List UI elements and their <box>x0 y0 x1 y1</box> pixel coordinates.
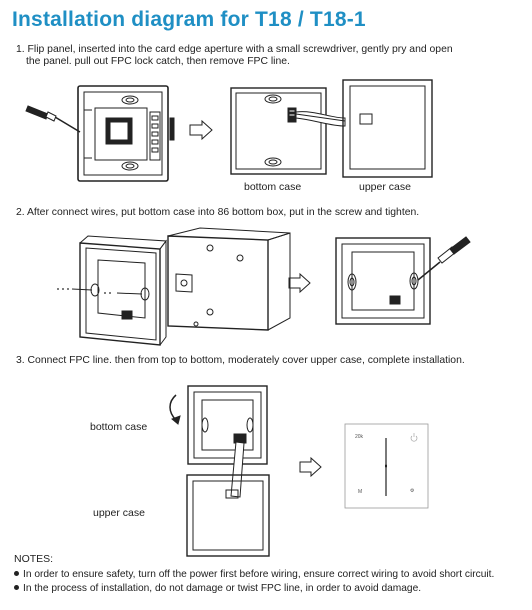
step-1-bottom-case-label: bottom case <box>244 181 302 193</box>
step-3-bottom-case <box>187 385 268 465</box>
arrow-right-icon <box>288 272 311 294</box>
step-1-bottom-case <box>230 87 346 175</box>
step-2-86-box <box>167 227 291 331</box>
step-2-mounted-case <box>335 237 431 325</box>
rotate-arrow-icon <box>169 394 181 425</box>
page-title: Installation diagram for T18 / T18-1 <box>12 8 366 31</box>
step-3-text: 3. Connect FPC line. then from top to bo… <box>16 355 465 366</box>
step-1-panel-open <box>77 85 175 182</box>
step-1-line-2: the panel. pull out FPC lock catch, then… <box>26 55 290 67</box>
step-3-upper-case-label: upper case <box>93 507 145 519</box>
step-1-upper-case-label: upper case <box>359 181 411 193</box>
note-text: In the process of installation, do not d… <box>23 583 422 594</box>
panel-bottom-right-icon: ⚙ <box>410 488 415 494</box>
power-icon <box>410 433 418 442</box>
step-3-finished-panel <box>344 423 429 509</box>
step-1-text: 1. Flip panel, inserted into the card ed… <box>16 44 453 67</box>
notes-heading: NOTES: <box>14 553 54 565</box>
bullet-icon <box>14 570 19 576</box>
arrow-right-icon <box>189 119 213 141</box>
step-3-upper-case <box>186 474 270 557</box>
panel-top-left-text: 20k <box>355 434 364 440</box>
step-3-fpc-line <box>230 441 245 498</box>
screwdriver-icon <box>25 105 81 133</box>
arrow-right-icon <box>299 456 322 478</box>
panel-bottom-left-text: M <box>358 489 363 495</box>
step-1-upper-case <box>342 79 433 178</box>
note-item: In the process of installation, do not d… <box>14 583 421 594</box>
screw-dots <box>57 288 111 294</box>
step-1-line-1: 1. Flip panel, inserted into the card ed… <box>16 44 453 55</box>
bullet-icon <box>14 584 19 590</box>
step-2-bottom-case-angled <box>71 235 167 346</box>
note-item: In order to ensure safety, turn off the … <box>14 569 494 580</box>
step-2-text: 2. After connect wires, put bottom case … <box>16 207 420 218</box>
screwdriver-icon <box>417 236 471 281</box>
step-3-bottom-case-label: bottom case <box>90 421 148 433</box>
note-text: In order to ensure safety, turn off the … <box>23 569 495 580</box>
